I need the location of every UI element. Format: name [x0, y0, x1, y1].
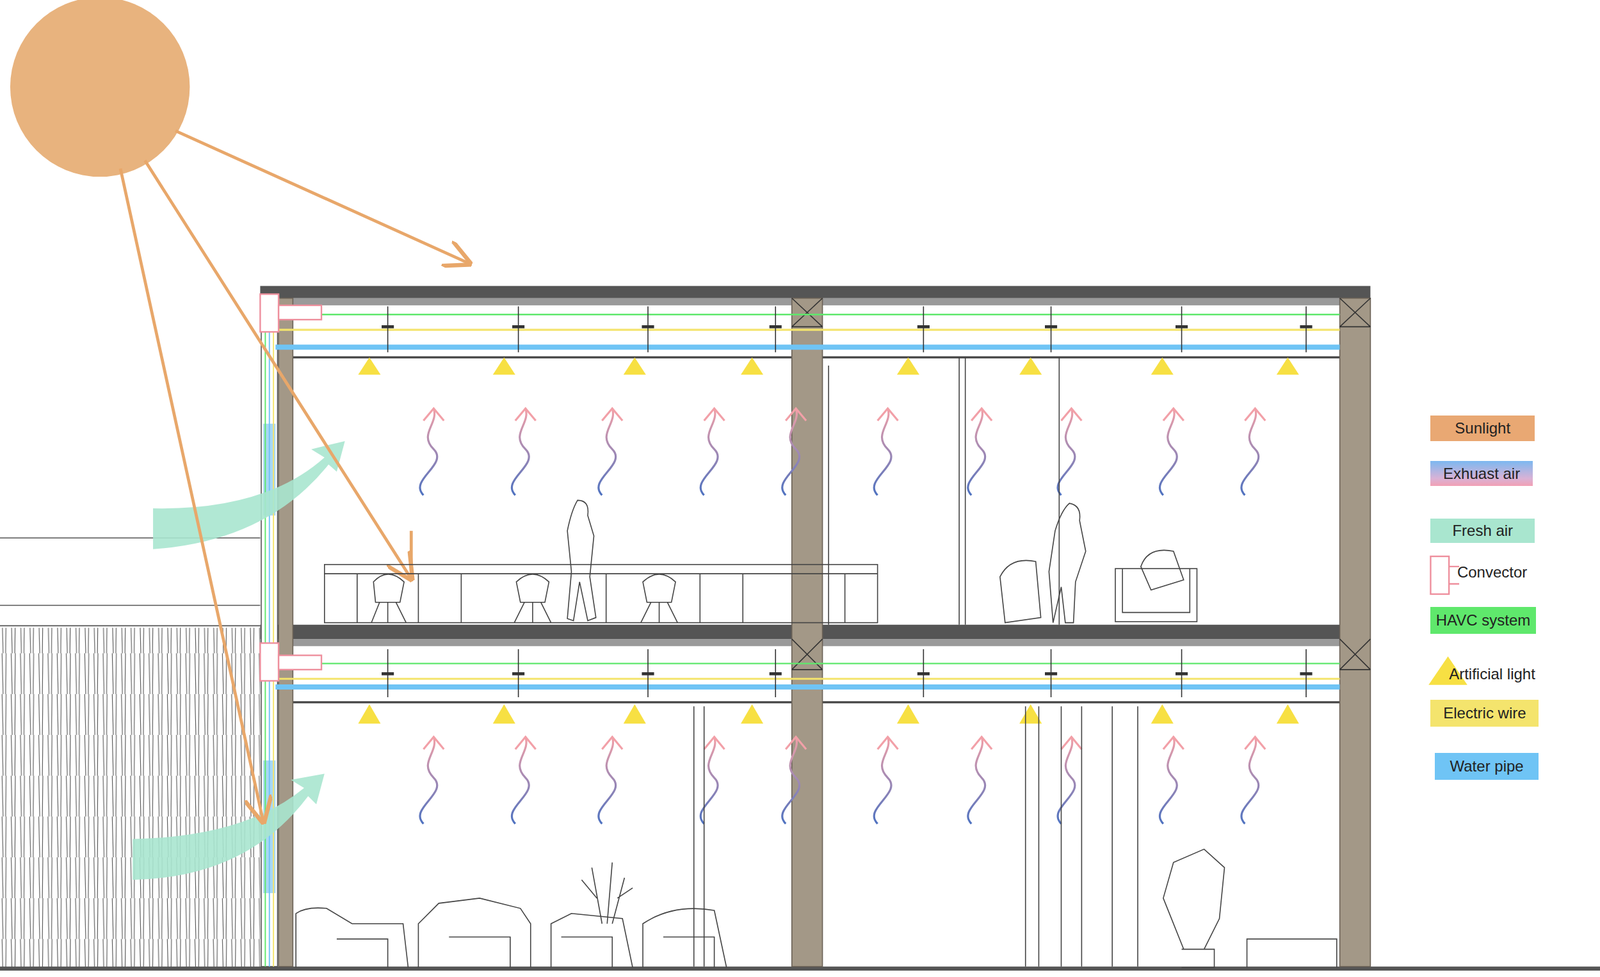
legend-label: HAVC system — [1436, 611, 1531, 630]
exhaust-squiggle — [782, 736, 800, 824]
light-symbol — [357, 704, 381, 724]
exhaust-squiggle — [873, 736, 892, 824]
exhaust-squiggle — [1159, 408, 1177, 495]
exhaust-squiggle — [700, 736, 718, 824]
legend-swatch: Fresh air — [1430, 518, 1535, 543]
legend-label: Convector — [1457, 563, 1528, 582]
exhaust-head — [423, 408, 444, 421]
slabs — [0, 286, 1600, 971]
exhaust-squiggle — [782, 408, 800, 495]
light-symbol — [740, 357, 764, 375]
exhaust-head — [601, 408, 623, 421]
exhaust-squiggle — [1057, 736, 1075, 824]
light-symbol — [357, 357, 381, 375]
legend-swatch: Electric wire — [1430, 699, 1539, 727]
exhaust-head — [877, 408, 899, 421]
exhaust-squiggle — [1057, 408, 1075, 495]
exhaust-squiggle — [420, 408, 438, 495]
exhaust-head — [1061, 736, 1083, 750]
fresh-air — [132, 441, 346, 880]
legend-label: Exhuast air — [1443, 464, 1520, 483]
light-symbol — [1151, 704, 1174, 724]
light-symbol — [1276, 704, 1300, 724]
exhaust-squiggle — [598, 408, 616, 495]
exhaust-head — [785, 408, 807, 421]
convector-symbol — [1430, 556, 1449, 595]
legend-swatch: HAVC system — [1430, 606, 1536, 634]
sun — [10, 0, 470, 822]
legend-label: Sunlight — [1454, 419, 1511, 438]
facade — [261, 306, 278, 967]
exhaust-head — [423, 736, 444, 750]
legend-swatch: Water pipe — [1434, 752, 1540, 780]
exhaust-squiggle — [598, 736, 616, 824]
exhaust-head — [704, 736, 725, 750]
light-symbol — [1151, 357, 1174, 375]
exhaust-head — [515, 736, 536, 750]
exhaust-head — [601, 736, 623, 750]
legend-label: Water pipe — [1450, 757, 1524, 776]
exhaust-squiggle — [511, 736, 529, 824]
exhaust-squiggle — [968, 408, 986, 495]
exhaust-head — [785, 736, 807, 750]
legend-swatch: Exhuast air — [1430, 460, 1533, 486]
legend-label: Electric wire — [1443, 704, 1526, 723]
legend-swatch: Artificial light — [1448, 662, 1545, 687]
legend-swatch: Sunlight — [1430, 415, 1535, 442]
light-symbol — [492, 357, 516, 375]
exhaust-squiggle — [968, 736, 986, 824]
exhaust-squiggle — [1159, 736, 1177, 824]
light-symbol — [1019, 357, 1042, 375]
light-symbol — [623, 357, 647, 375]
light-symbol — [896, 704, 920, 724]
exhaust-squiggle — [700, 408, 718, 495]
light-symbol — [492, 704, 516, 724]
exhaust-squiggle — [1241, 736, 1259, 824]
legend-swatch: Convector — [1457, 560, 1540, 585]
exhaust-head — [971, 408, 992, 421]
exhaust-air — [420, 408, 1266, 825]
exhaust-head — [971, 736, 992, 750]
exhaust-head — [1061, 408, 1083, 421]
light-symbol — [1276, 357, 1300, 375]
legend-label: Artificial light — [1448, 665, 1536, 684]
exhaust-head — [1163, 736, 1184, 750]
legend-label: Fresh air — [1452, 521, 1513, 540]
exhaust-squiggle — [1241, 408, 1259, 495]
exhaust-squiggle — [511, 408, 529, 495]
services — [275, 306, 1340, 698]
exhaust-head — [515, 408, 536, 421]
exhaust-squiggle — [420, 736, 438, 824]
exhaust-head — [1244, 736, 1266, 750]
lights — [357, 357, 1299, 724]
exhaust-head — [704, 408, 725, 421]
light-symbol — [623, 704, 647, 724]
light-symbol — [896, 357, 920, 375]
exhaust-head — [1163, 408, 1184, 421]
interior — [295, 357, 1337, 968]
exhaust-head — [1244, 408, 1266, 421]
exhaust-head — [877, 736, 899, 750]
exhaust-squiggle — [873, 408, 892, 495]
light-symbol — [740, 704, 764, 724]
columns — [278, 298, 1371, 967]
neighbour-building — [0, 537, 260, 968]
